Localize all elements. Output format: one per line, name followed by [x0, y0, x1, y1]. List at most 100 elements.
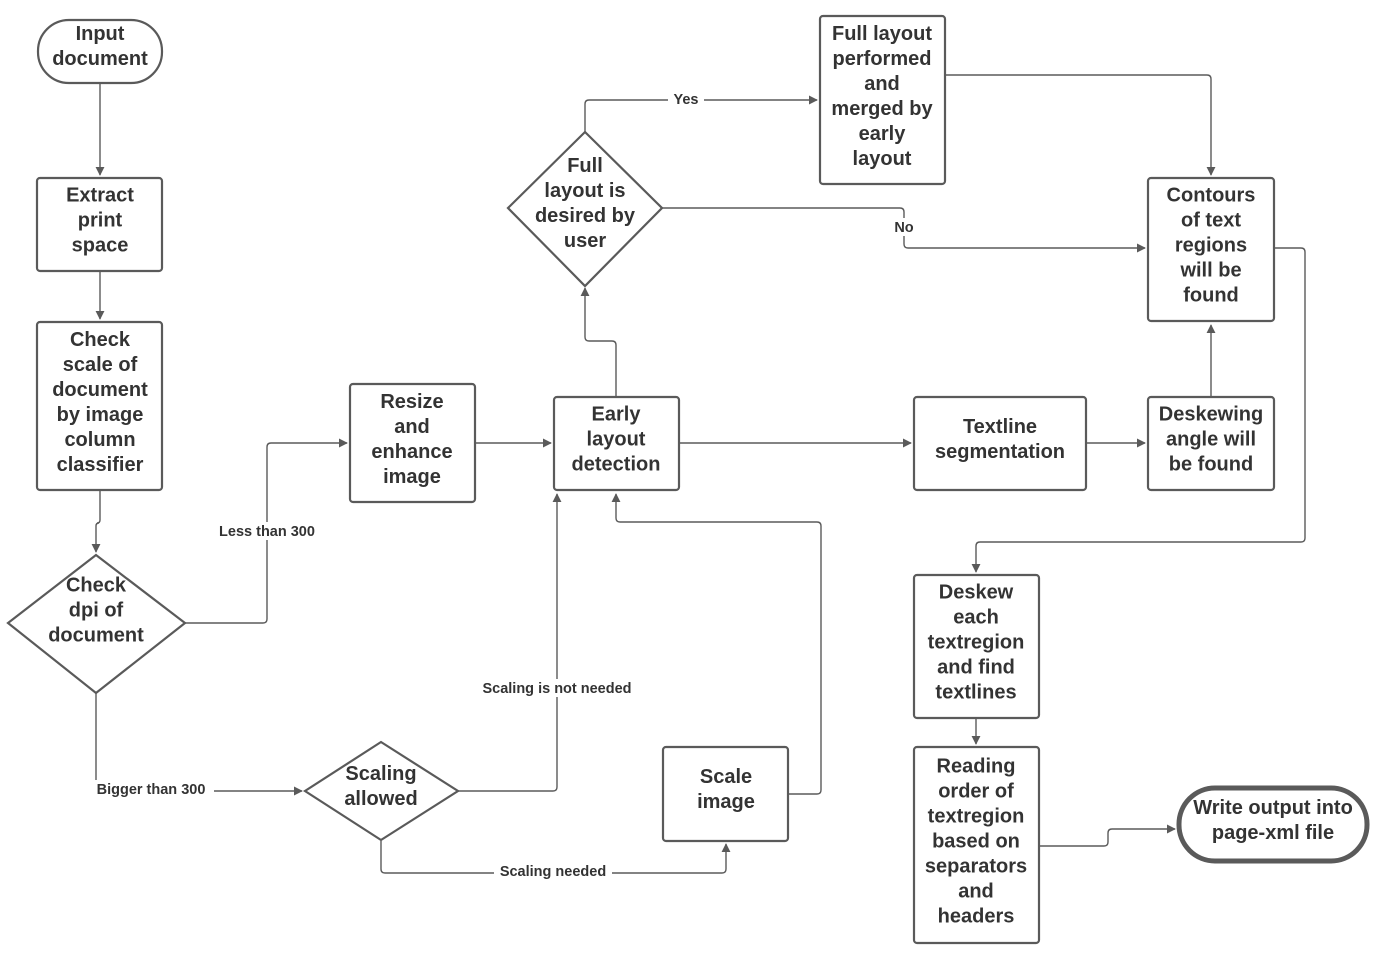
node-text-line: column: [64, 429, 135, 451]
node-text-line: user: [564, 230, 606, 252]
label-check-dpi: Check dpi of document: [48, 574, 144, 646]
label-extract-print-space: Extract print space: [66, 184, 134, 256]
node-scale-image: [661, 745, 790, 843]
node-text-line: allowed: [344, 788, 417, 810]
edge-scale-image-to-early: [611, 493, 822, 795]
node-text-line: dpi of: [69, 599, 124, 621]
edge-label-less-than-300: Less than 300: [219, 524, 315, 540]
label-write-output: Write output into page-xml file: [1193, 797, 1353, 844]
node-text-line: layout is: [544, 180, 625, 202]
node-text-line: textregion: [928, 805, 1025, 827]
node-text-line: found: [1183, 284, 1239, 306]
edge-contours-to-deskew-each: [971, 247, 1306, 573]
node-text-line: and: [394, 416, 430, 438]
node-text-line: Full: [567, 155, 603, 177]
node-resize-enhance: [348, 382, 477, 504]
node-text-line: each: [953, 606, 999, 628]
node-reading-order: [912, 745, 1041, 945]
node-text-line: layout: [587, 428, 646, 450]
node-text-line: and find: [937, 656, 1015, 678]
node-text-line: order of: [938, 780, 1014, 802]
node-text-line: Input: [76, 23, 125, 45]
node-deskewing-angle: [1146, 395, 1276, 492]
node-text-line: Contours: [1167, 184, 1256, 206]
node-text-line: Write output into: [1193, 797, 1353, 819]
node-early-layout: [552, 395, 681, 492]
node-text-line: regions: [1175, 234, 1247, 256]
label-full-layout-desired: Full layout is desired by user: [535, 155, 636, 252]
node-text-line: enhance: [371, 441, 452, 463]
edge-early-to-full-layout-desired: [580, 287, 617, 396]
label-deskew-each: Deskew each textregion and find textlines: [928, 581, 1025, 703]
label-contours: Contours of text regions will be found: [1167, 184, 1256, 306]
edge-desired-yes-to-full-performed: [584, 95, 818, 132]
edge-reading-order-to-write-output: [1040, 824, 1176, 847]
edge-check-scale-to-check-dpi: [91, 491, 101, 553]
node-text-line: merged by: [831, 98, 933, 120]
node-text-line: segmentation: [935, 441, 1065, 463]
edge-labels: Yes No Less than 300 Bigger than 300 Sca…: [88, 90, 919, 880]
node-text-line: space: [72, 234, 129, 256]
node-text-line: early: [859, 123, 907, 145]
node-full-layout-performed: [818, 14, 947, 186]
node-text-line: will be: [1179, 259, 1241, 281]
node-scaling-allowed: [302, 740, 461, 842]
node-text-line: desired by: [535, 205, 636, 227]
node-write-output: [1176, 785, 1370, 864]
node-text-line: performed: [833, 48, 932, 70]
node-extract-print-space: [35, 176, 164, 273]
edge-scaling-allowed-to-early: [458, 493, 562, 792]
node-text-line: page-xml file: [1212, 822, 1334, 844]
node-text-line: image: [697, 791, 755, 813]
edge-label-scaling-not-needed: Scaling is not needed: [482, 681, 631, 697]
node-contours: [1146, 176, 1276, 323]
node-text-line: Deskew: [939, 581, 1014, 603]
edge-full-performed-to-contours: [946, 74, 1216, 176]
node-text-line: and: [958, 880, 994, 902]
node-text-line: classifier: [57, 454, 144, 476]
node-check-dpi: [6, 553, 187, 695]
node-text-line: headers: [938, 905, 1015, 927]
node-input-document: [36, 18, 164, 85]
label-reading-order: Reading order of textregion based on separat…: [925, 755, 1027, 927]
node-text-line: scale of: [63, 354, 138, 376]
edge-label-yes: Yes: [674, 92, 699, 108]
label-scaling-allowed: Scaling allowed: [344, 763, 417, 810]
edge-label-bigger-than-300: Bigger than 300: [97, 782, 206, 798]
node-text-line: based on: [932, 830, 1020, 852]
label-scale-image: Scale image: [697, 766, 755, 813]
node-text-line: Check: [66, 574, 127, 596]
node-text-line: Scale: [700, 766, 752, 788]
node-text-line: of text: [1181, 209, 1241, 231]
label-textline-segmentation: Textline segmentation: [935, 416, 1065, 463]
node-text-line: image: [383, 466, 441, 488]
node-text-line: detection: [572, 453, 661, 475]
edge-dpi-to-scaling-allowed: [95, 693, 303, 796]
node-check-scale: [35, 320, 164, 492]
node-text-line: textlines: [935, 681, 1016, 703]
node-textline-segmentation: [912, 395, 1088, 492]
node-text-line: Scaling: [345, 763, 416, 785]
label-deskewing-angle: Deskewing angle will be found: [1159, 403, 1263, 475]
node-text-line: Textline: [963, 416, 1037, 438]
node-text-line: angle will: [1166, 428, 1256, 450]
node-text-line: and: [864, 73, 900, 95]
node-text-line: Full layout: [832, 23, 932, 45]
node-text-line: print: [78, 209, 123, 231]
edge-label-no: No: [894, 220, 913, 236]
node-deskew-each: [912, 573, 1041, 720]
node-text-line: be found: [1169, 453, 1253, 475]
node-text-line: Extract: [66, 184, 134, 206]
node-text-line: Deskewing: [1159, 403, 1263, 425]
node-text-line: document: [48, 624, 144, 646]
node-text-line: Reading: [937, 755, 1016, 777]
node-text-line: separators: [925, 855, 1027, 877]
node-text-line: textregion: [928, 631, 1025, 653]
